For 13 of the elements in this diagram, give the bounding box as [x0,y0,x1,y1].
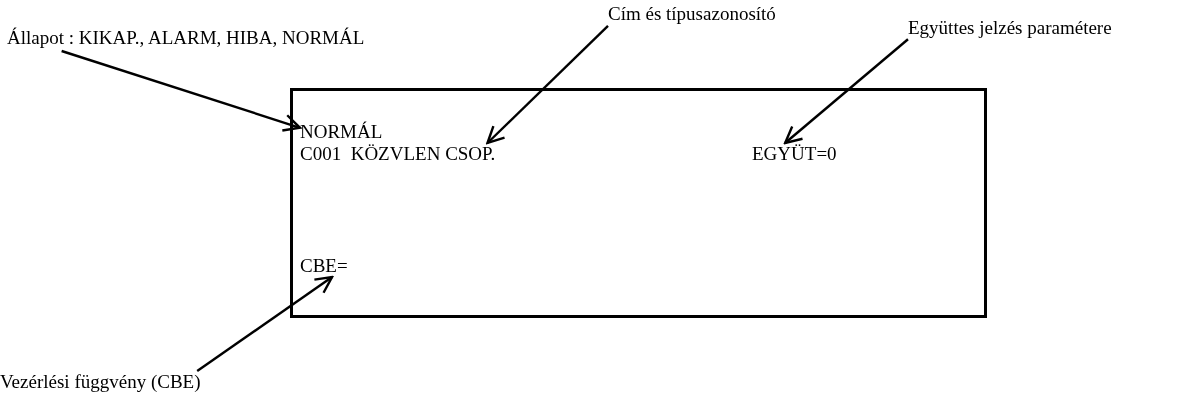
status-text: NORMÁL [300,121,383,143]
leader-arrow [783,38,909,145]
parameter-text: EGYÜT=0 [752,143,837,165]
callout-label: Együttes jelzés paramétere [908,17,1112,41]
callout-label: Állapot : KIKAP., ALARM, HIBA, NORMÁL [7,27,365,51]
leader-arrow [61,49,302,132]
function-text: CBE= [300,255,348,277]
leader-arrow [196,275,334,372]
callout-label: Vezérlési függvény (CBE) [0,371,201,395]
address-type-text: C001 KÖZVLEN CSOP. [300,143,496,165]
display-screen-frame [290,88,987,318]
callout-label: Cím és típusazonosító [608,3,776,27]
leader-arrow [486,25,609,145]
